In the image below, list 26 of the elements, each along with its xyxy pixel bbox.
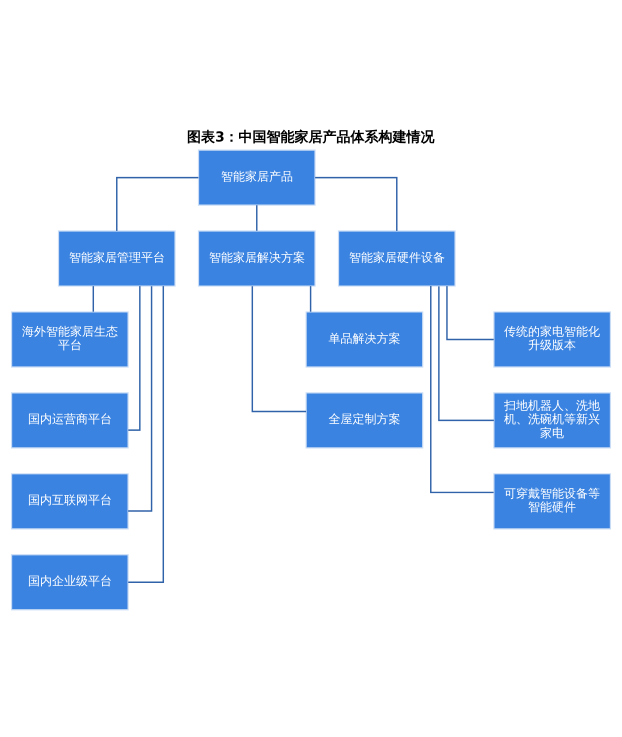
node-box: 智能家居产品 [198, 148, 316, 206]
node-box: 传统的家电智能化升级版本 [493, 310, 612, 368]
connector [430, 286, 494, 493]
connector [128, 286, 152, 512]
connector [310, 286, 312, 312]
connector [446, 286, 494, 340]
connector [438, 286, 494, 421]
connector [315, 176, 398, 230]
node-box: 可穿戴智能设备等智能硬件 [493, 472, 612, 529]
diagram-title: 图表3：中国智能家居产品体系构建情况 [187, 129, 435, 146]
node-box: 单品解决方案 [306, 310, 424, 368]
connector [92, 286, 94, 312]
node-box: 智能家居管理平台 [58, 230, 176, 286]
node-box: 海外智能家居生态平台 [10, 310, 129, 368]
node-box: 国内互联网平台 [10, 472, 129, 529]
node-box: 扫地机器人、洗地机、洗碗机等新兴家电 [493, 392, 612, 448]
connector [128, 286, 141, 430]
node-box: 智能家居解决方案 [198, 230, 316, 286]
connector [128, 286, 164, 582]
node-box: 国内运营商平台 [10, 392, 129, 448]
connector [116, 176, 198, 230]
node-box: 全屋定制方案 [306, 392, 424, 448]
connector [252, 286, 306, 412]
node-box: 智能家居硬件设备 [338, 230, 456, 286]
connector [256, 204, 258, 230]
node-box: 国内企业级平台 [10, 554, 129, 610]
